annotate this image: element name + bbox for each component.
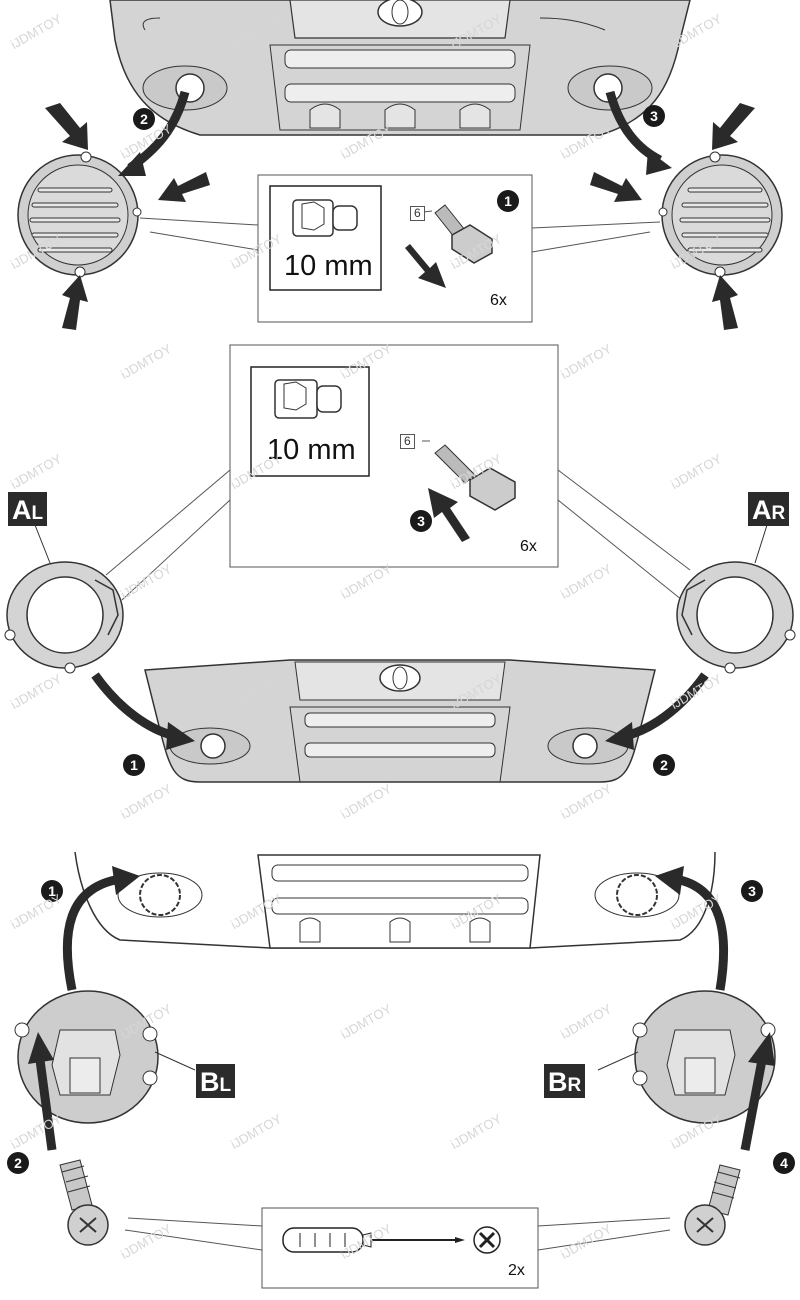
panel2-quantity: 6x bbox=[520, 538, 537, 555]
panel3-arrow-left-up bbox=[62, 875, 117, 991]
panel3-step-4: 4 bbox=[773, 1152, 795, 1174]
panel1-right-fog-cover bbox=[658, 151, 783, 278]
panel3-arrow-left-screw-head bbox=[28, 1032, 54, 1064]
panel2-arrow-right-install-head bbox=[605, 722, 634, 750]
panel2-part-number: 6 bbox=[400, 434, 415, 449]
panel3-arrow-right-up bbox=[678, 875, 729, 991]
panel3-label-right-main: B bbox=[548, 1067, 568, 1097]
panel3-callout bbox=[124, 1207, 671, 1289]
panel1-part-number: 6 bbox=[410, 206, 425, 221]
panel3-step-1: 1 bbox=[41, 880, 63, 902]
panel1-step-3: 3 bbox=[643, 105, 665, 127]
panel3-left-fog-lamp bbox=[14, 990, 196, 1124]
panel2-step-2: 2 bbox=[653, 754, 675, 776]
panel2-bumper bbox=[144, 659, 656, 783]
panel3-arrow-right-up-head bbox=[655, 866, 684, 895]
panel3-label-right: BR bbox=[544, 1064, 586, 1098]
panel3-label-left-sub: L bbox=[219, 1075, 232, 1096]
panel2-arrow-right-install bbox=[623, 672, 709, 741]
panel3-arrow-right-screw-head bbox=[748, 1032, 775, 1066]
panel2-right-bracket bbox=[676, 561, 796, 674]
panel3-arrow-left-up-head bbox=[112, 866, 140, 895]
panel2-label-right-main: A bbox=[752, 495, 772, 525]
panel3-bumper bbox=[74, 851, 716, 949]
panel2-right-bracket-leader bbox=[754, 524, 768, 564]
panel1-tool-size: 10 mm bbox=[284, 250, 373, 282]
panel3-quantity: 2x bbox=[508, 1262, 525, 1279]
panel2-left-bracket bbox=[4, 561, 124, 674]
panel1-push-arrows bbox=[45, 103, 755, 330]
panel3-arrow-right-screw bbox=[740, 1059, 767, 1151]
panel2-label-right-sub: R bbox=[771, 503, 786, 524]
panel2-label-left: AL bbox=[8, 492, 48, 526]
panel1-arrow-right-removal-head bbox=[646, 150, 672, 175]
panel1-step-2: 2 bbox=[133, 108, 155, 130]
panel1-left-fog-cover bbox=[17, 151, 142, 278]
panel1-quantity: 6x bbox=[490, 292, 507, 309]
panel1-bumper bbox=[109, 0, 691, 136]
panel3-step-2: 2 bbox=[7, 1152, 29, 1174]
panel1-arrow-left-removal-head bbox=[118, 152, 146, 176]
panel2-left-bracket-leader bbox=[34, 524, 51, 564]
panel1-callout bbox=[139, 174, 661, 323]
panel3-label-right-sub: R bbox=[567, 1075, 582, 1096]
panel2-tool-size: 10 mm bbox=[267, 434, 356, 466]
panel3-step-3: 3 bbox=[741, 880, 763, 902]
panel2-label-left-sub: L bbox=[31, 503, 44, 524]
panel2-arrow-left-install bbox=[91, 672, 177, 741]
panel2-label-right: AR bbox=[748, 492, 790, 526]
panel2-step-1: 1 bbox=[123, 754, 145, 776]
panel2-step-3: 3 bbox=[410, 510, 432, 532]
panel2-arrow-left-install-head bbox=[166, 722, 195, 750]
panel3-right-fog-lamp bbox=[597, 990, 776, 1124]
panel3-arrow-left-screw bbox=[35, 1059, 57, 1151]
panel2-callout bbox=[105, 344, 691, 601]
panel3-left-screw bbox=[59, 1159, 109, 1246]
panel3-right-screw bbox=[684, 1164, 741, 1246]
panel2-label-left-main: A bbox=[12, 495, 32, 525]
panel3-label-left: BL bbox=[196, 1064, 236, 1098]
panel1-step-1: 1 bbox=[497, 190, 519, 212]
panel3-label-left-main: B bbox=[200, 1067, 220, 1097]
